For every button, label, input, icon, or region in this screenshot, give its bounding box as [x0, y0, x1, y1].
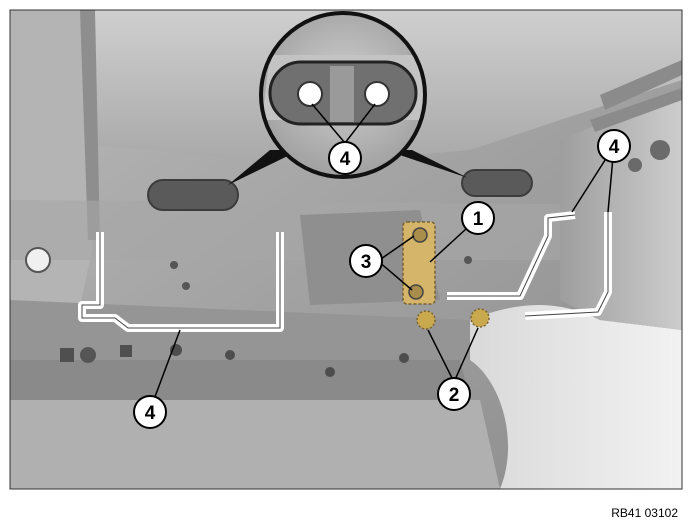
- callout-3: 3: [349, 244, 383, 278]
- callout-2: 2: [437, 377, 471, 411]
- detail-magnifier: [228, 11, 468, 185]
- callout-4-left: 4: [133, 395, 167, 429]
- callout-1: 1: [461, 201, 495, 235]
- callout-4-right: 4: [597, 129, 631, 163]
- callout-4-detail: 4: [328, 141, 362, 175]
- callout-3-label: 3: [361, 252, 372, 273]
- callout-2-label: 2: [449, 385, 460, 406]
- callout-4-left-label: 4: [145, 403, 156, 424]
- figure-reference-code: RB41 03102: [611, 506, 678, 520]
- vehicle-body-panel: [10, 10, 682, 489]
- callout-4-right-label: 4: [609, 137, 620, 158]
- callout-1-label: 1: [473, 209, 484, 230]
- callout-4-detail-label: 4: [340, 149, 351, 170]
